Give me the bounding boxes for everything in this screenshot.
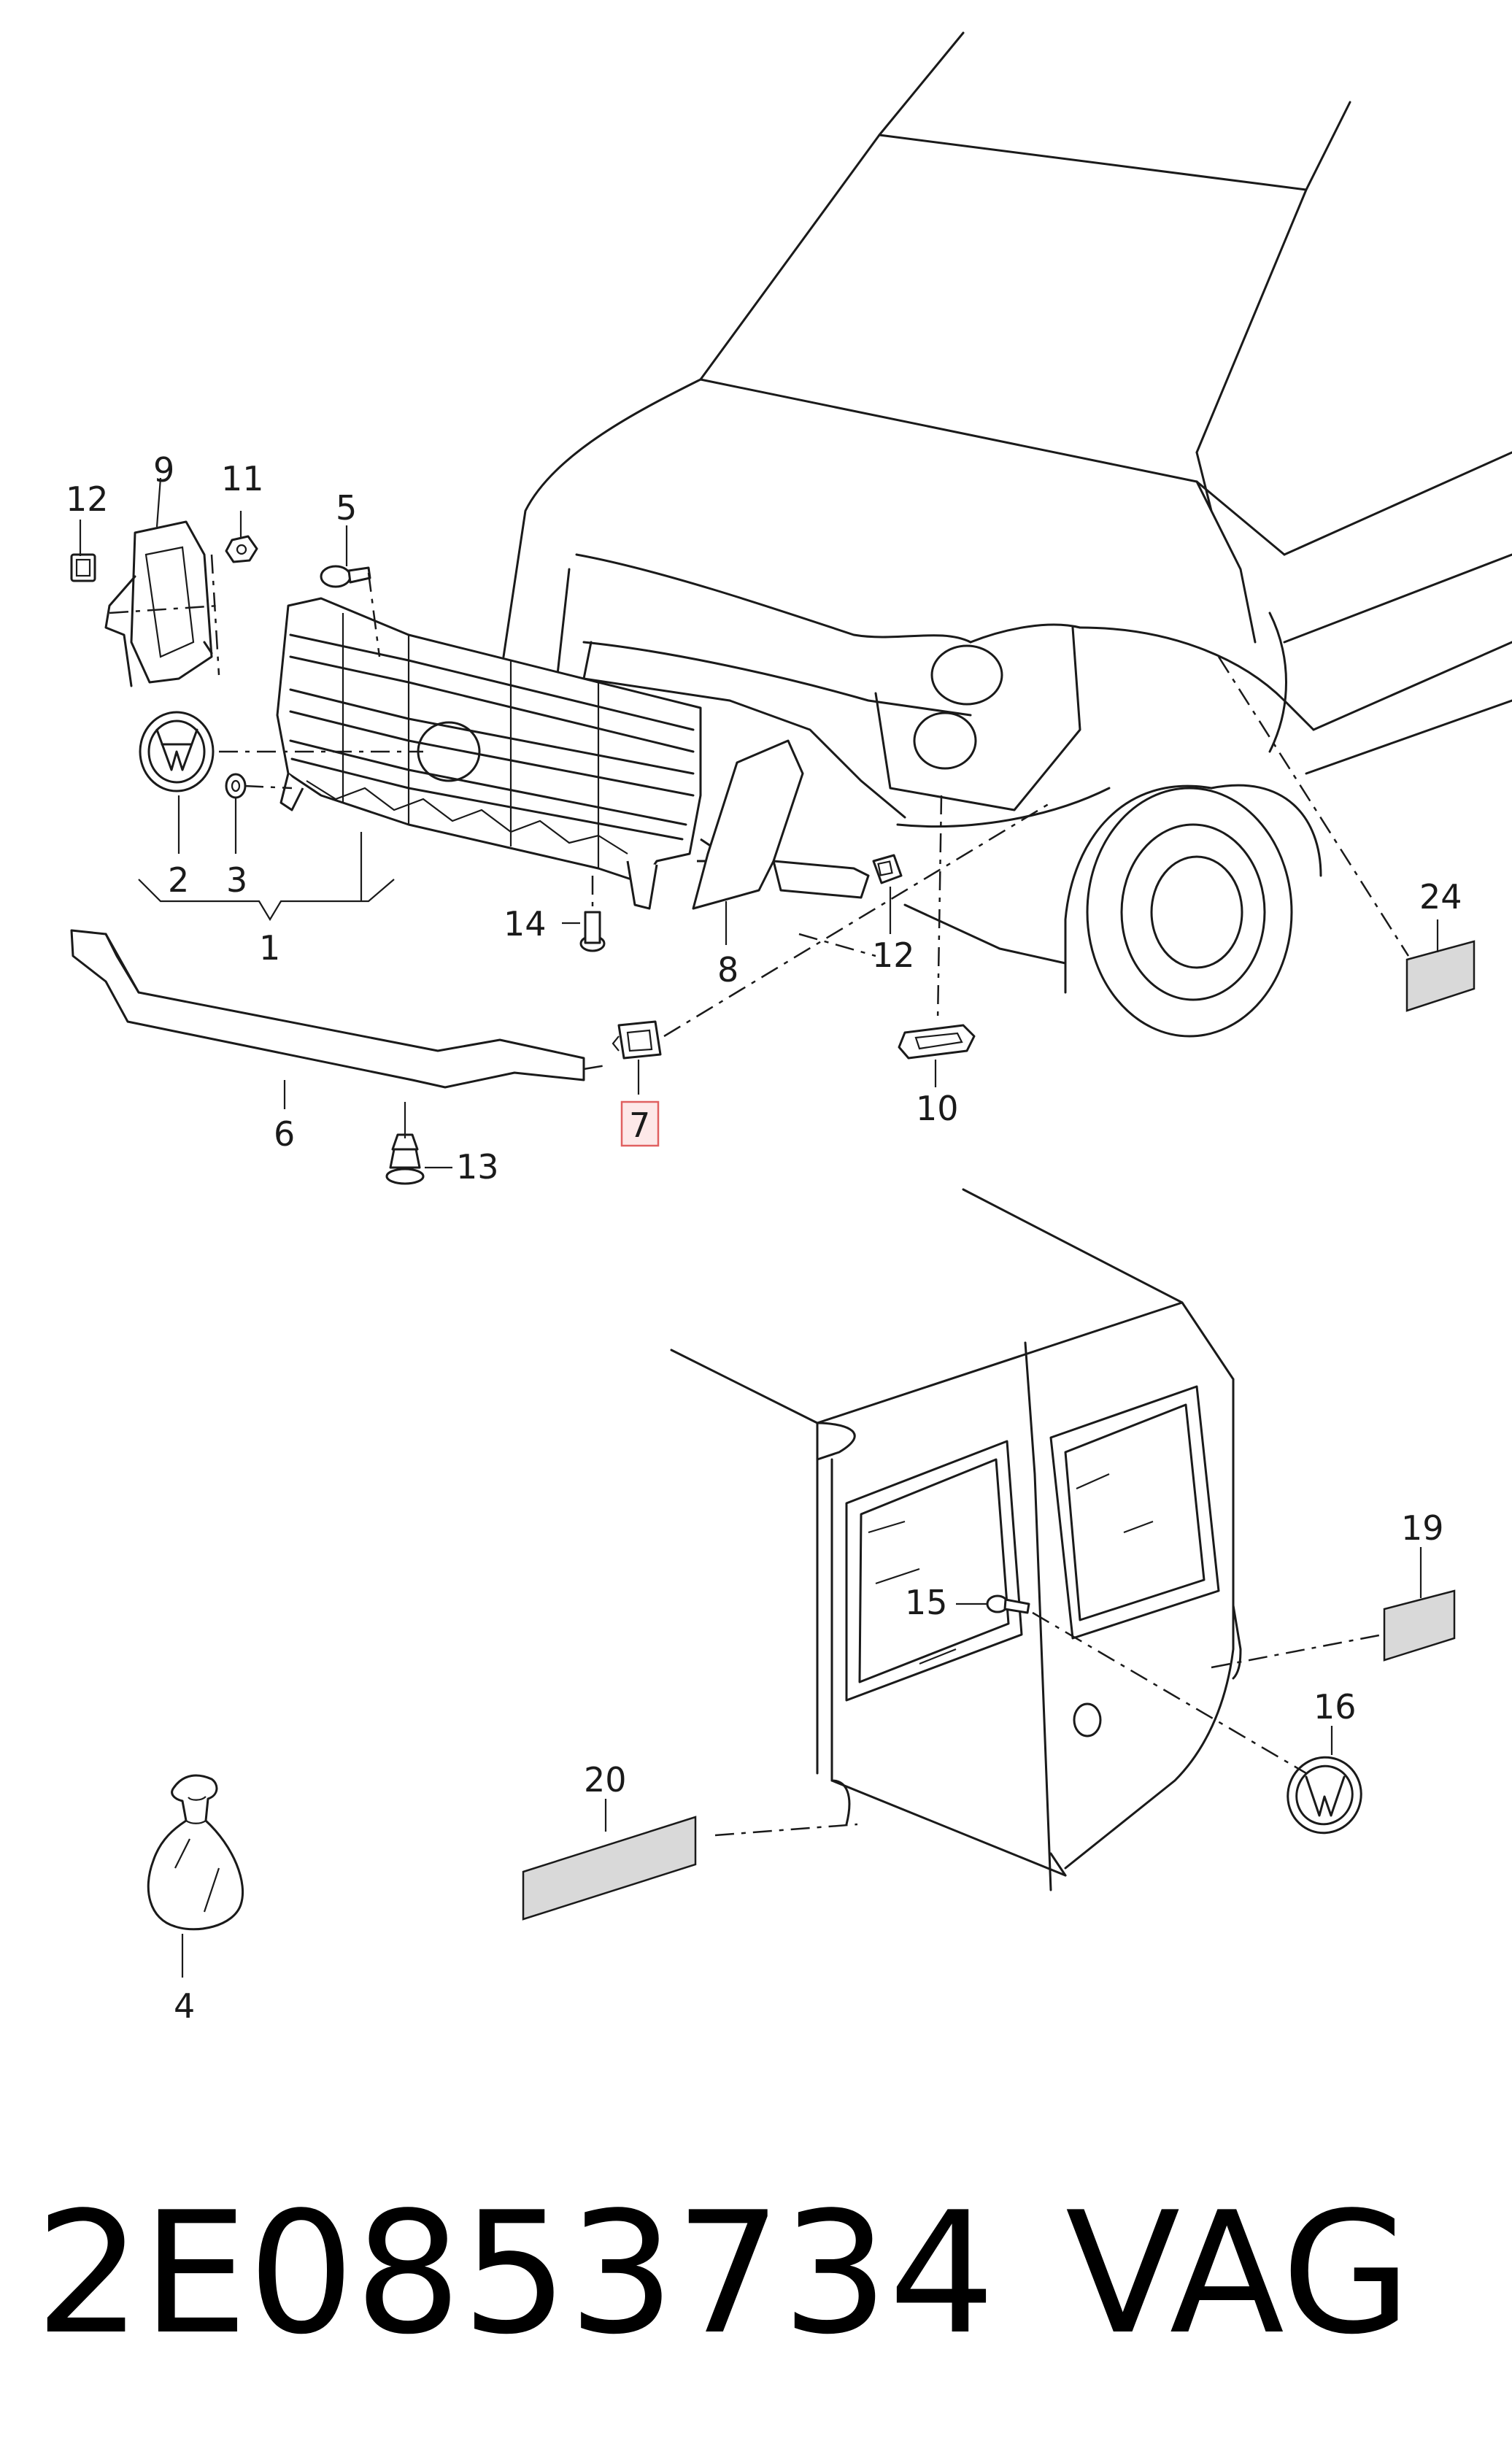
part-7-highlight-box (620, 1100, 660, 1147)
upper-leader-lines (79, 477, 1439, 1169)
part-9-bracket (104, 520, 213, 687)
part-number-caption: 2E0853734 (35, 2177, 995, 2372)
callout-4: 4 (174, 1986, 195, 2026)
callout-3: 3 (226, 860, 247, 900)
part-1-grille (276, 597, 713, 910)
callout-11: 11 (221, 459, 264, 498)
part-12-clip-right (872, 854, 903, 884)
callout-16: 16 (1314, 1687, 1357, 1727)
callout-1: 1 (259, 928, 280, 968)
callout-12-right: 12 (872, 936, 915, 975)
front-vehicle-outline (502, 31, 1512, 1038)
part-24-label (1405, 940, 1476, 1012)
callout-10: 10 (916, 1089, 959, 1128)
lower-leader-lines (181, 1547, 1422, 1978)
rear-vehicle-outline (670, 1188, 1242, 1891)
callout-12-left: 12 (66, 479, 109, 519)
callout-2: 2 (168, 860, 189, 900)
callout-15: 15 (905, 1583, 948, 1622)
part-10-seal (898, 1024, 976, 1060)
part-16-emblem (1287, 1756, 1362, 1835)
part-14-screw (579, 911, 606, 952)
part-15-screw (986, 1594, 1030, 1614)
callout-6: 6 (274, 1114, 295, 1154)
part-7-bracket (612, 1020, 662, 1060)
callout-8: 8 (717, 950, 738, 990)
part-3-grommet (225, 773, 247, 799)
callout-19: 19 (1401, 1508, 1444, 1548)
callout-9: 9 (153, 450, 174, 490)
part-4-bag (147, 1774, 244, 1931)
callout-24: 24 (1419, 877, 1462, 917)
callout-7: 7 (629, 1106, 650, 1145)
part-12-clip-left (70, 553, 96, 582)
part-6-trim (70, 929, 585, 1089)
brand-caption: VAG (1065, 2177, 1411, 2372)
part-20-label (522, 1816, 697, 1921)
callout-14: 14 (504, 904, 547, 944)
part-19-label (1383, 1589, 1456, 1662)
callout-5: 5 (336, 488, 357, 528)
callout-20: 20 (584, 1760, 627, 1800)
part-13-clip (385, 1133, 425, 1185)
part-11-nut (225, 535, 258, 563)
part-5-screw (320, 565, 371, 588)
callout-13: 13 (456, 1147, 499, 1187)
part-8-panel (692, 739, 870, 910)
callout-labels: 12 9 11 5 2 3 1 14 8 12 24 6 7 10 13 19 … (66, 450, 1462, 2026)
part-2-emblem (139, 711, 215, 792)
